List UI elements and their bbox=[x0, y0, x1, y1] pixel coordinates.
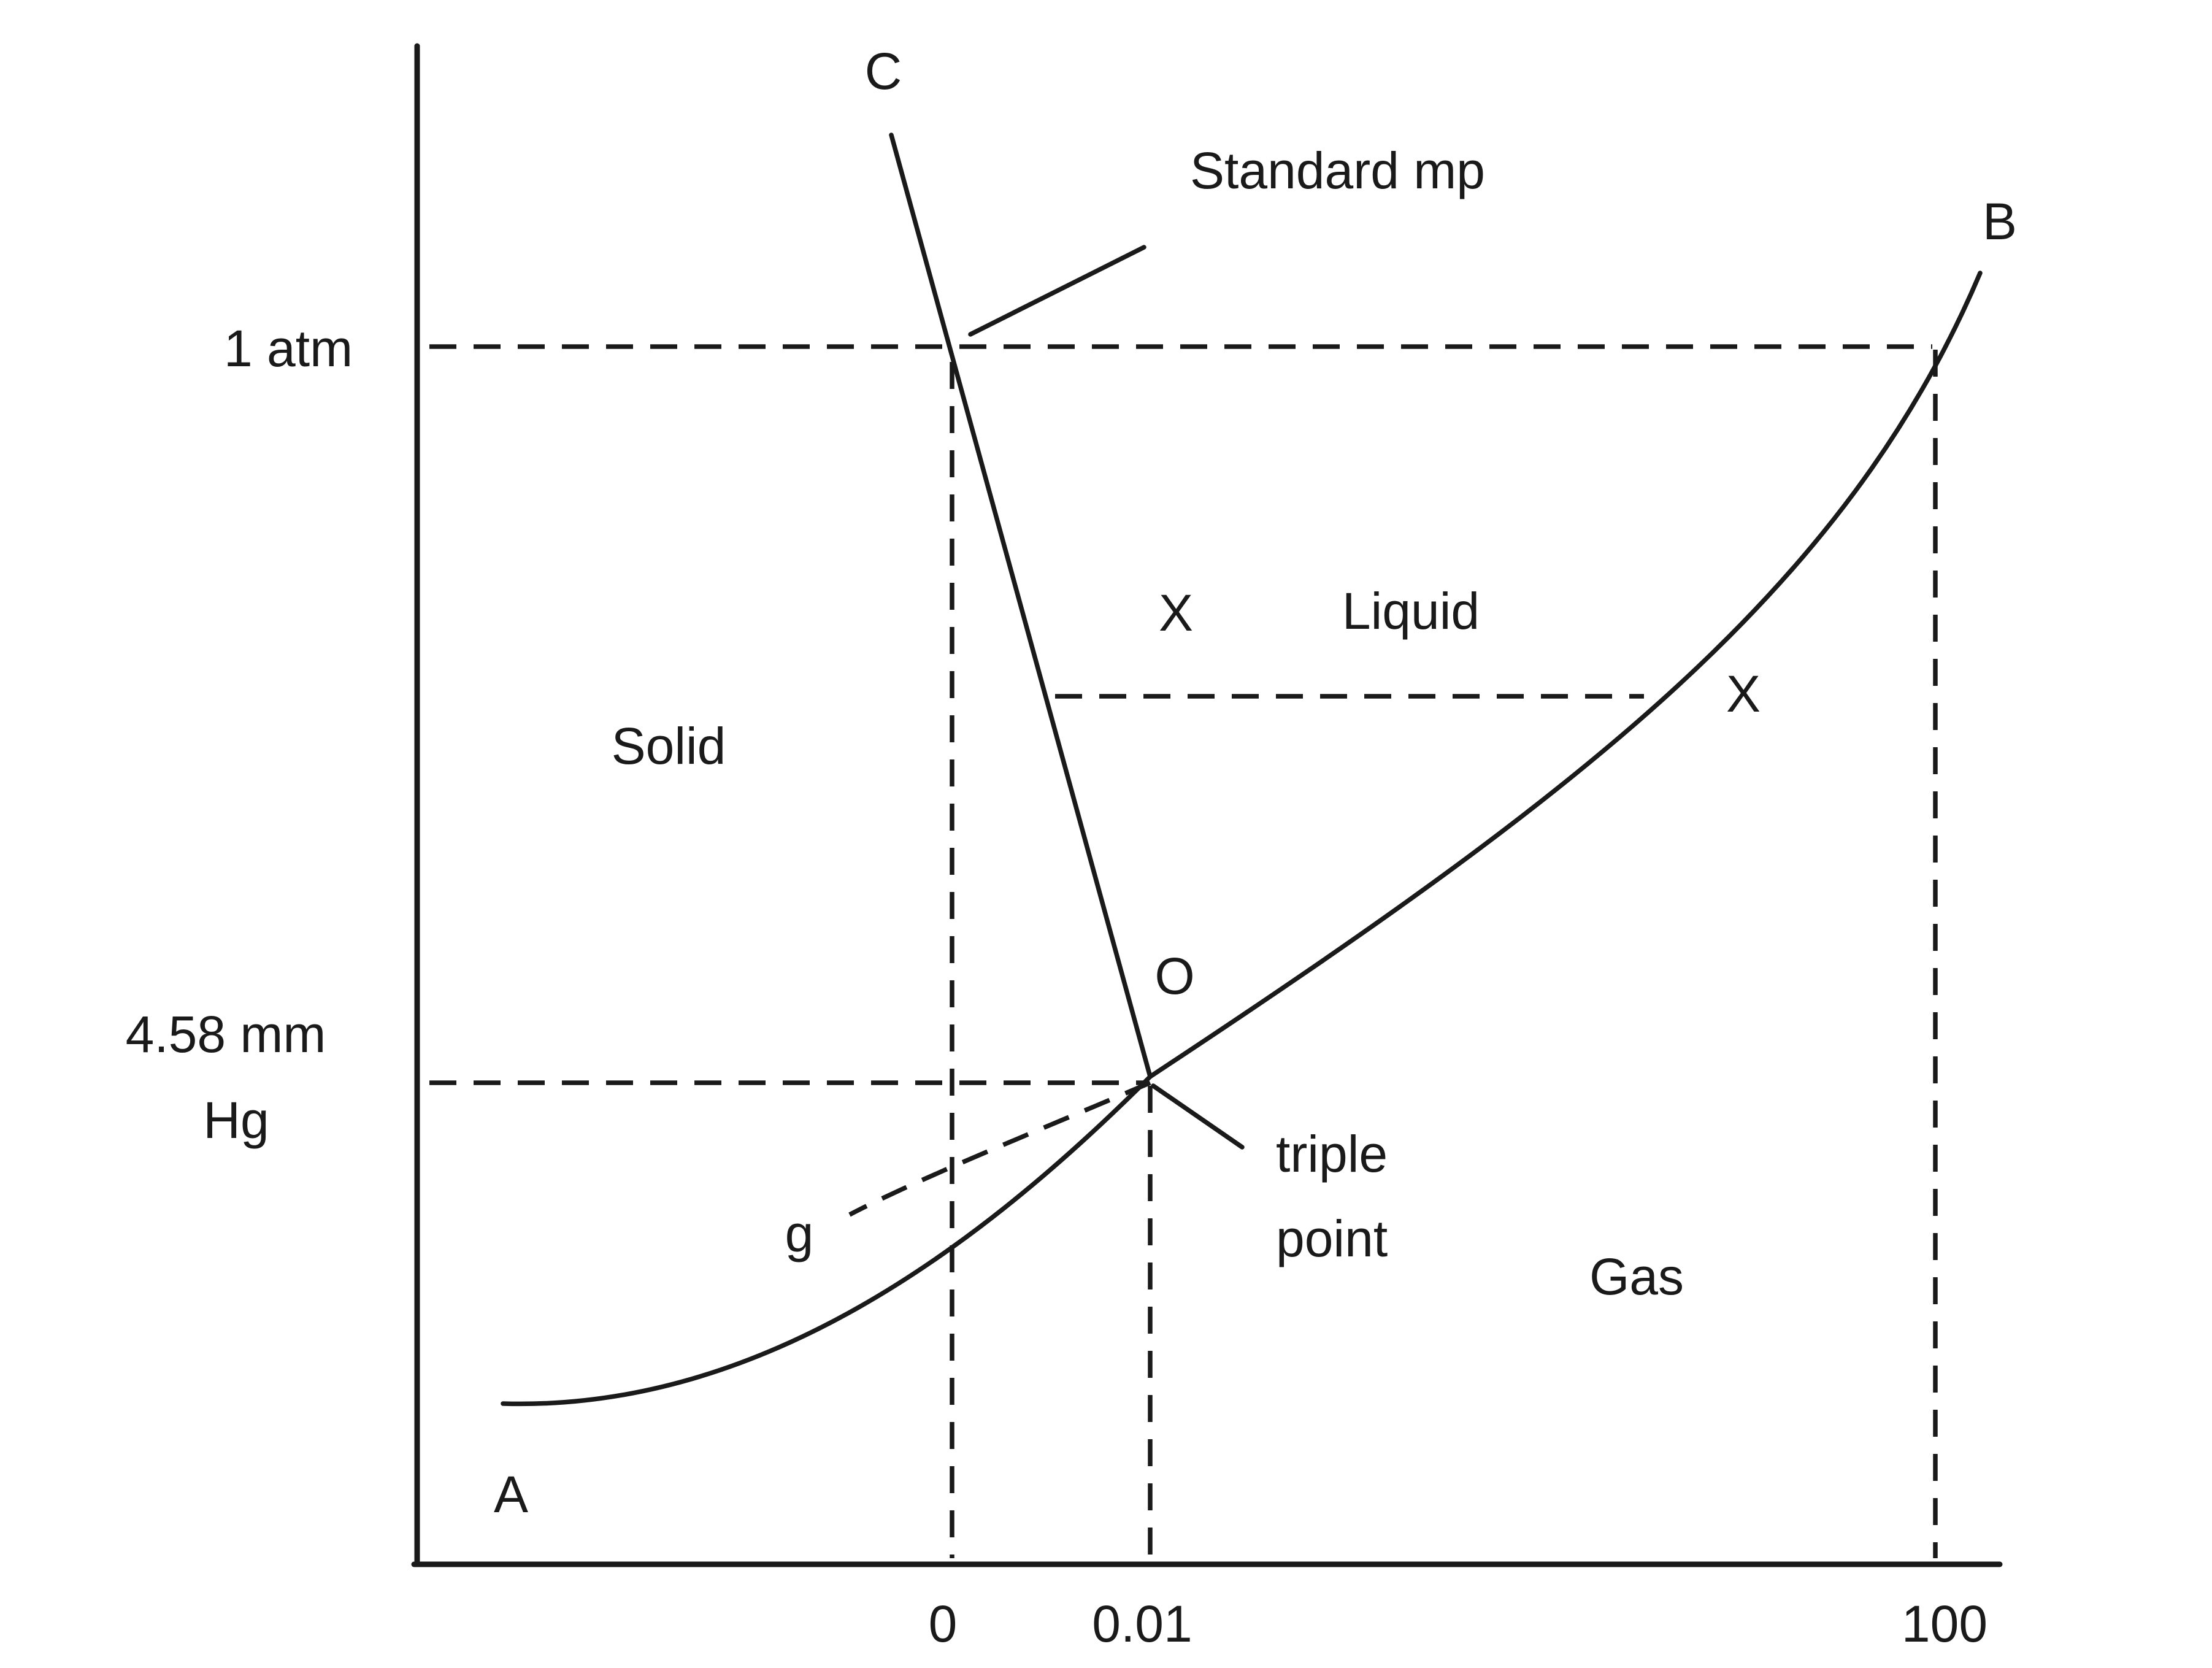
region-label-gas: Gas bbox=[1589, 1248, 1684, 1305]
standard-mp-label: Standard mp bbox=[1190, 142, 1485, 199]
triple-point-label-line2: point bbox=[1276, 1210, 1388, 1267]
triple-point-label-line1: triple bbox=[1276, 1125, 1388, 1183]
vaporization-curve-ob bbox=[1148, 271, 1983, 1079]
melting-curve-oc bbox=[889, 133, 1153, 1079]
standard-mp-leader bbox=[968, 245, 1146, 337]
y-tick-triple-pressure-line2: Hg bbox=[203, 1091, 269, 1149]
point-label-c: C bbox=[865, 42, 902, 100]
region-label-liquid: Liquid bbox=[1342, 582, 1480, 640]
x-marker-liquid: X bbox=[1159, 584, 1193, 642]
point-label-a: A bbox=[494, 1466, 528, 1523]
y-tick-triple-pressure-line1: 4.58 mm bbox=[126, 1005, 326, 1063]
point-label-b: B bbox=[1983, 193, 2017, 250]
x-tick-zero: 0 bbox=[929, 1595, 958, 1653]
region-label-solid: Solid bbox=[612, 717, 726, 775]
y-tick-one-atm: 1 atm bbox=[224, 320, 353, 377]
sublimation-curve-oa bbox=[501, 1074, 1153, 1407]
point-label-o: O bbox=[1154, 947, 1194, 1005]
x-tick-triple-temp: 0.01 bbox=[1092, 1595, 1192, 1653]
supercooled-liquid-dashed-curve bbox=[848, 1080, 1151, 1217]
point-label-g: g bbox=[785, 1205, 814, 1263]
triple-point-leader bbox=[1151, 1083, 1245, 1150]
x-marker-boundary: X bbox=[1726, 665, 1761, 723]
x-tick-boiling: 100 bbox=[1902, 1595, 1987, 1653]
